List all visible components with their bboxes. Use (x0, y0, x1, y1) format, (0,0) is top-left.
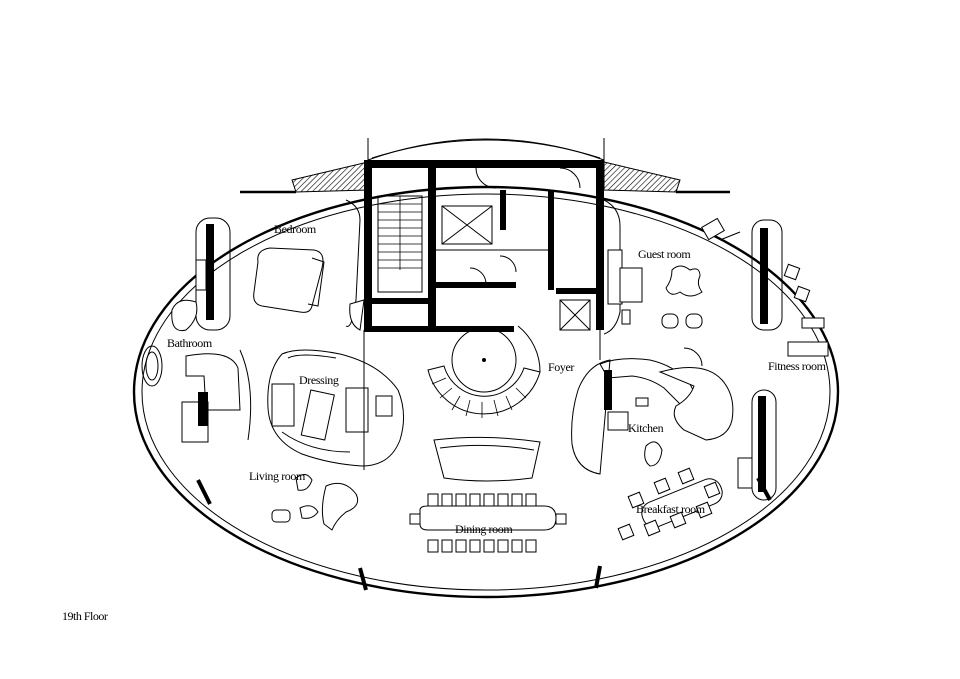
room-label-living-room: Living room (249, 469, 306, 483)
kitchen (571, 347, 734, 475)
dining-room (409, 436, 567, 553)
bedroom (195, 199, 365, 331)
room-label-bathroom: Bathroom (167, 336, 213, 350)
bathroom (141, 259, 241, 443)
outer-wall (132, 185, 840, 599)
room-label-breakfast-room: Breakfast room (636, 502, 706, 516)
central-core (364, 160, 604, 332)
room-label-fitness-room: Fitness room (768, 359, 827, 373)
living-room (271, 474, 359, 531)
interior-walls (239, 290, 601, 470)
room-label-dining-room: Dining room (455, 522, 513, 536)
floor-label: 19th Floor (62, 609, 108, 623)
room-label-kitchen: Kitchen (628, 421, 664, 435)
breakfast-room (617, 467, 723, 541)
guest-room (603, 199, 783, 335)
room-label-foyer: Foyer (548, 360, 574, 374)
room-label-guest-room: Guest room (638, 247, 691, 261)
dressing (267, 349, 404, 467)
room-label-bedroom: Bedroom (274, 222, 317, 236)
room-label-dressing: Dressing (299, 373, 339, 387)
fitness-room (737, 263, 829, 501)
spiral-staircase (427, 325, 541, 418)
